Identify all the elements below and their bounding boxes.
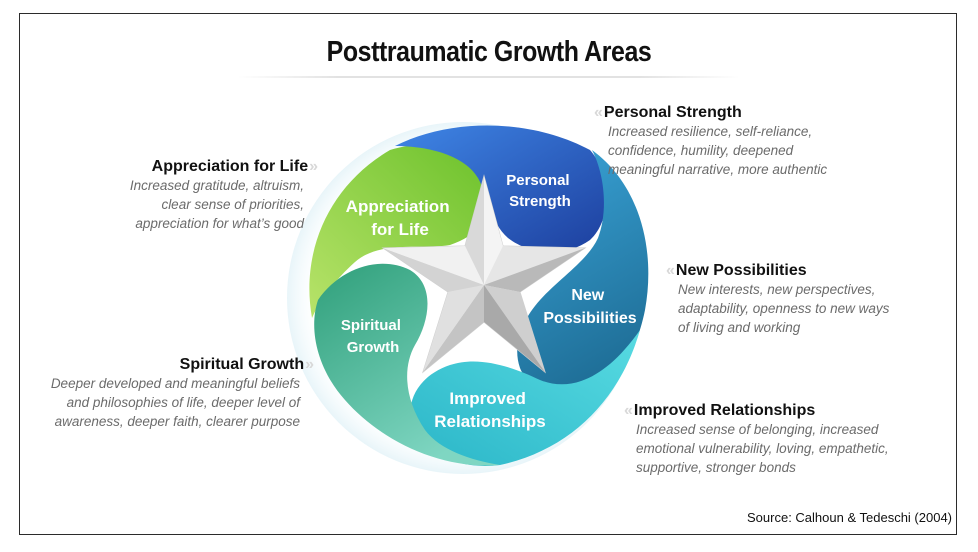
callout-line: clear sense of priorities,	[161, 197, 304, 212]
callout-improved-relationships: Improved Relationships Increased sense o…	[624, 402, 889, 477]
callout-heading: Spiritual Growth	[51, 356, 314, 374]
callout-new-possibilities: New Possibilities New interests, new per…	[666, 262, 889, 337]
page-title: Posttraumatic Growth Areas	[326, 36, 652, 68]
callout-heading: Improved Relationships	[624, 402, 889, 420]
label-appreciation-line2: for Life	[371, 220, 429, 239]
callout-spiritual-growth: Spiritual Growth Deeper developed and me…	[51, 356, 314, 431]
callout-line: Increased resilience, self-reliance,	[608, 124, 813, 139]
label-appreciation-line1: Appreciation	[346, 197, 450, 216]
label-personal-strength: Personal Strength	[506, 172, 574, 210]
callout-line: Increased gratitude, altruism,	[129, 178, 304, 193]
callout-line: meaningful narrative, more authentic	[608, 162, 828, 177]
segment-improved-relationships[interactable]	[410, 330, 640, 466]
label-appreciation-for-life: Appreciation for Life	[346, 197, 455, 239]
callout-line: awareness, deeper faith, clearer purpose	[54, 414, 300, 429]
callout-appreciation-for-life: Appreciation for Life Increased gratitud…	[130, 158, 318, 233]
segment-new-possibilities[interactable]	[517, 150, 649, 400]
callout-line: emotional vulnerability, loving, empathe…	[636, 441, 889, 456]
callout-heading: Appreciation for Life	[130, 158, 318, 176]
title-divider	[238, 76, 740, 78]
callout-line: Increased sense of belonging, increased	[636, 422, 879, 437]
callout-line: confidence, humility, deepened	[608, 143, 794, 158]
callout-line: supportive, stronger bonds	[636, 460, 796, 475]
callout-personal-strength: Personal Strength Increased resilience, …	[594, 104, 827, 179]
segment-appreciation-for-life[interactable]	[309, 144, 493, 318]
segment-spiritual-growth[interactable]	[314, 263, 500, 466]
callout-line: and philosophies of life, deeper level o…	[66, 395, 300, 410]
callout-line: adaptability, openness to new ways	[678, 301, 890, 316]
label-improved-relationships: Improved Relationships	[434, 389, 545, 431]
callout-line: appreciation for what’s good	[135, 216, 304, 231]
callout-line: New interests, new perspectives,	[678, 282, 876, 297]
segment-personal-strength[interactable]	[395, 125, 607, 253]
callout-line: Deeper developed and meaningful beliefs	[50, 376, 300, 391]
callout-heading: New Possibilities	[666, 262, 889, 280]
callout-heading: Personal Strength	[594, 104, 827, 122]
source-citation: Source: Calhoun & Tedeschi (2004)	[747, 510, 952, 525]
label-new-possibilities: New Possibilities	[543, 287, 636, 327]
central-star	[381, 174, 587, 374]
callout-line: of living and working	[678, 320, 801, 335]
label-spiritual-growth: Spiritual Growth	[341, 317, 405, 356]
